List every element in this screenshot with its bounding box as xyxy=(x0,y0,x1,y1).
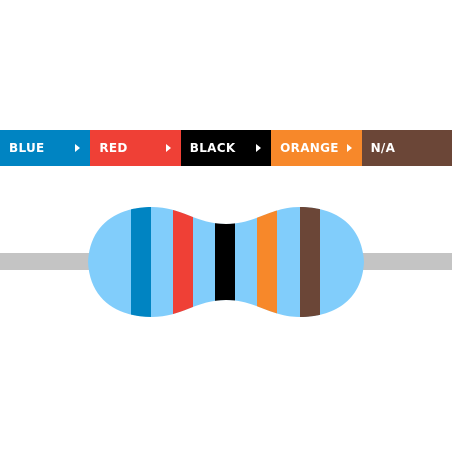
band-label: N/A xyxy=(370,141,396,155)
caret-right-icon xyxy=(346,144,352,152)
caret-right-icon xyxy=(256,144,262,152)
resistor-band-5 xyxy=(300,207,320,317)
band-selector-bar: BLUE RED BLACK ORANGE N/A xyxy=(0,130,452,166)
band-selector-3[interactable]: BLACK xyxy=(180,130,272,166)
band-selector-1[interactable]: BLUE xyxy=(0,130,91,166)
band-selector-4[interactable]: ORANGE xyxy=(271,130,362,166)
resistor-band-4 xyxy=(257,207,277,317)
resistor-lead-right xyxy=(352,253,452,270)
caret-right-icon xyxy=(165,144,171,152)
band-label: ORANGE xyxy=(280,141,339,155)
band-selector-2[interactable]: RED xyxy=(90,130,181,166)
resistor-band-2 xyxy=(173,207,193,317)
resistor-band-3 xyxy=(215,207,235,317)
resistor-lead-left xyxy=(0,253,100,270)
caret-right-icon xyxy=(75,144,81,152)
band-label: BLACK xyxy=(189,141,236,155)
band-label: RED xyxy=(99,141,128,155)
resistor-band-1 xyxy=(131,207,151,317)
band-label: BLUE xyxy=(9,141,45,155)
band-selector-5[interactable]: N/A xyxy=(361,130,452,166)
